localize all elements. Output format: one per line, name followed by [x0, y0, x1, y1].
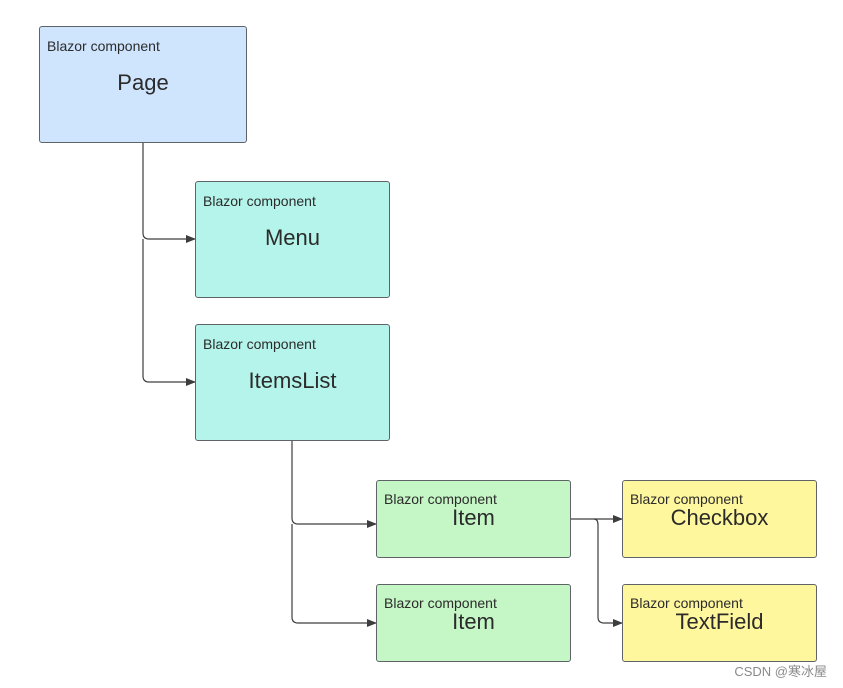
node-menu: Blazor component Menu — [195, 181, 390, 298]
edge-page-to-menu — [142, 143, 196, 243]
node-page: Blazor component Page — [39, 26, 247, 143]
node-checkbox: Blazor component Checkbox — [622, 480, 817, 558]
edge-item-to-textfield — [593, 518, 623, 627]
node-textfield-name: TextField — [675, 609, 764, 634]
node-itemslist-name: ItemsList — [248, 368, 337, 393]
node-textfield: Blazor component TextField — [622, 584, 817, 662]
node-menu-kind: Blazor component — [203, 193, 316, 209]
edge-page-to-itemslist — [142, 239, 196, 386]
node-checkbox-kind: Blazor component — [630, 491, 743, 507]
edge-itemslist-to-item-2 — [291, 524, 377, 627]
node-item-2: Blazor component Item — [376, 584, 571, 662]
node-checkbox-name: Checkbox — [670, 505, 769, 530]
node-item-1-kind: Blazor component — [384, 491, 497, 507]
node-itemslist-kind: Blazor component — [203, 336, 316, 352]
node-item-2-kind: Blazor component — [384, 595, 497, 611]
node-menu-name: Menu — [264, 225, 321, 250]
node-item-1: Blazor component Item — [376, 480, 571, 558]
node-itemslist: Blazor component ItemsList — [195, 324, 390, 441]
node-item-2-name: Item — [452, 609, 495, 634]
edge-itemslist-to-item-1 — [291, 441, 377, 528]
node-page-name: Page — [117, 70, 169, 95]
node-item-1-name: Item — [452, 505, 495, 530]
node-textfield-kind: Blazor component — [630, 595, 743, 611]
node-page-kind: Blazor component — [47, 38, 160, 54]
watermark: CSDN @寒冰屋 — [734, 664, 827, 679]
